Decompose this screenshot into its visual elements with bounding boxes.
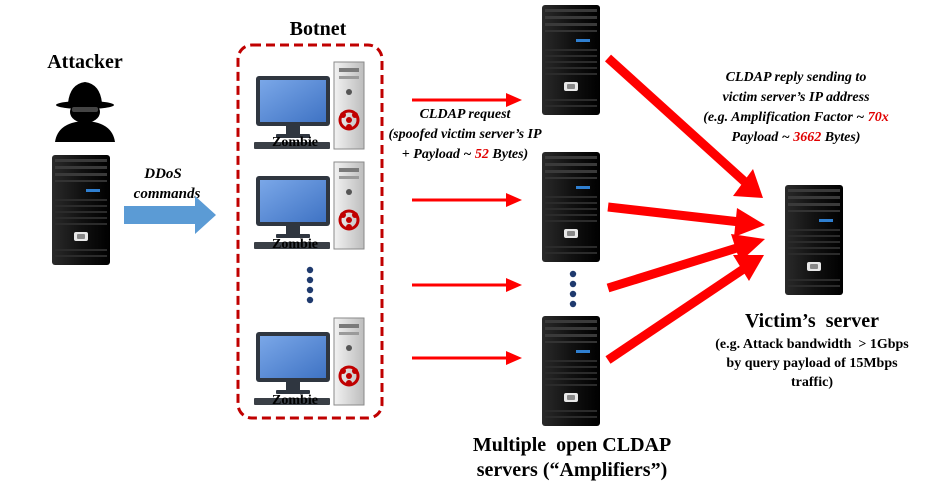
request-label-line3: + Payload ~ 52 Bytes) (402, 147, 528, 162)
attacker-label: Attacker (47, 51, 123, 73)
victim-detail-line2: by query payload of 15Mbps (726, 356, 898, 371)
reply-label-line3: (e.g. Amplification Factor ~ 70x (703, 110, 889, 125)
reply-label-line2: victim server’s IP address (722, 90, 870, 105)
victim-detail-line3: traffic) (791, 375, 833, 390)
amplifier-server-1-icon (542, 5, 600, 115)
request-label-line2: (spoofed victim server’s IP (388, 127, 541, 142)
zombie-2-icon (252, 160, 366, 251)
victim-detail-line1: (e.g. Attack bandwidth > 1Gbps (715, 337, 909, 352)
botnet-boundary (236, 43, 384, 420)
reply-payload-value: 3662 (792, 130, 821, 145)
amplifiers-label-line1: Multiple open CLDAP (473, 434, 671, 456)
zombie-3-icon (252, 316, 366, 407)
ddos-label-line2: commands (134, 186, 201, 202)
request-label-line1: CLDAP request (420, 107, 512, 122)
ddos-command-arrow (124, 196, 216, 234)
amplifier-server-2-icon (542, 152, 600, 262)
amplifier-ellipsis-icon (569, 270, 577, 308)
reply-label-line1: CLDAP reply sending to (726, 70, 867, 85)
zombie-1-label: Zombie (272, 135, 318, 150)
zombie-2-label: Zombie (272, 237, 318, 252)
ddos-label-line1: DDoS (143, 166, 182, 182)
victim-server-icon (785, 185, 843, 295)
amplification-factor-value: 70x (868, 110, 889, 125)
victim-title: Victim’s server (745, 310, 879, 332)
request-payload-value: 52 (475, 147, 489, 162)
hacker-spy-icon (55, 82, 115, 142)
attacker-server-icon (52, 155, 110, 265)
request-arrows (412, 93, 522, 365)
reply-arrows (604, 54, 765, 364)
zombie-3-label: Zombie (272, 393, 318, 408)
amplifier-server-3-icon (542, 316, 600, 426)
amplifiers-label-line2: servers (“Amplifiers”) (477, 459, 668, 481)
botnet-title: Botnet (290, 18, 347, 40)
reply-label-line4: Payload ~ 3662 Bytes) (732, 130, 861, 145)
zombie-ellipsis-icon (306, 266, 314, 304)
